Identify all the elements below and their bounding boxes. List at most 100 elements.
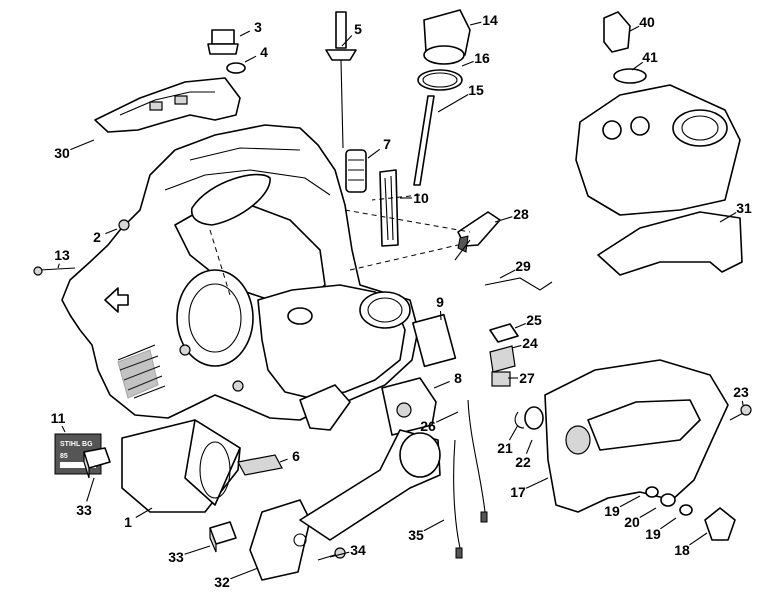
callout-c20: 20 — [624, 514, 640, 530]
callout-c40: 40 — [639, 14, 655, 30]
leader-line-c14 — [469, 21, 482, 26]
strap-handle — [249, 429, 441, 581]
leader-line-c1 — [135, 507, 153, 518]
callout-c16: 16 — [474, 50, 490, 66]
callout-c18: 18 — [674, 542, 690, 558]
callout-c25: 25 — [526, 312, 542, 328]
leader-line-c16 — [461, 60, 474, 67]
callout-c27: 27 — [519, 370, 535, 386]
callout-c35: 35 — [408, 527, 424, 543]
callout-c8: 8 — [454, 370, 462, 386]
leader-line-c8 — [433, 380, 450, 389]
assembly-lines — [209, 194, 471, 296]
leader-line-c25 — [514, 322, 526, 329]
callout-c30: 30 — [54, 145, 70, 161]
leader-line-c33a — [86, 477, 95, 502]
leader-line-c40 — [629, 25, 640, 32]
leader-line-c20 — [639, 507, 657, 518]
leader-line-c18 — [689, 532, 708, 546]
callout-c22: 22 — [515, 454, 531, 470]
callout-c19b: 19 — [645, 526, 661, 542]
leader-line-c32 — [230, 567, 259, 580]
leader-line-c22 — [525, 439, 533, 454]
leader-line-c19b — [660, 517, 677, 530]
leader-line-c9 — [439, 310, 442, 321]
callout-c32: 32 — [214, 574, 230, 590]
leader-line-c5 — [341, 35, 353, 47]
leader-line-c33b — [184, 545, 211, 555]
callout-c2: 2 — [93, 229, 101, 245]
leader-line-c28 — [494, 216, 513, 223]
callout-c21: 21 — [497, 440, 513, 456]
leader-line-c19a — [619, 495, 641, 508]
foam-strip — [237, 454, 283, 476]
leader-line-c29 — [499, 269, 516, 279]
throttle-trigger — [454, 211, 553, 291]
leader-line-c30 — [70, 139, 95, 151]
callout-c10: 10 — [413, 190, 429, 206]
fuel-tank — [575, 68, 741, 216]
rubber-pads — [83, 447, 237, 553]
callout-c15: 15 — [468, 82, 484, 98]
decals — [381, 313, 457, 436]
strip-plate — [379, 169, 399, 247]
tank-shroud — [597, 211, 743, 276]
callout-c34: 34 — [350, 542, 366, 558]
leader-line-c6 — [279, 458, 288, 463]
fuel-pickup — [325, 11, 367, 193]
filler-rod — [413, 95, 435, 186]
leader-line-c2 — [105, 228, 118, 235]
callout-c33a: 33 — [76, 502, 92, 518]
decal-line-1: STIHL BG — [60, 441, 93, 448]
leader-line-c11 — [61, 425, 66, 433]
callout-c6: 6 — [292, 448, 300, 464]
leader-line-c23 — [741, 400, 744, 406]
top-cover — [94, 77, 241, 133]
leader-line-c17 — [525, 477, 549, 489]
leader-line-c35 — [423, 519, 445, 532]
knob-and-ring — [514, 406, 544, 430]
main-housing — [61, 124, 419, 431]
callout-c33b: 33 — [168, 549, 184, 565]
callout-c14: 14 — [482, 12, 498, 28]
leader-line-c24 — [511, 344, 522, 349]
leader-line-c31 — [719, 212, 737, 223]
leader-line-c26 — [435, 411, 459, 423]
ignition-wires — [453, 399, 488, 559]
leader-line-c4 — [244, 55, 257, 63]
callout-c19a: 19 — [604, 503, 620, 519]
callout-c1: 1 — [124, 514, 132, 530]
callout-labels: 1234567891011131415161718191920212223242… — [51, 12, 752, 590]
decal-line-2: 85 — [60, 453, 68, 460]
callout-c7: 7 — [383, 136, 391, 152]
callout-c24: 24 — [522, 335, 538, 351]
leader-line-c15 — [437, 94, 469, 113]
callout-c31: 31 — [736, 200, 752, 216]
outlet-nozzle — [121, 419, 241, 513]
callout-c4: 4 — [260, 44, 268, 60]
callout-c26: 26 — [420, 418, 436, 434]
leader-line-c21 — [508, 424, 519, 441]
callout-c41: 41 — [642, 49, 658, 65]
callout-c13: 13 — [54, 247, 70, 263]
fasteners — [33, 219, 752, 561]
plug-cap-and-ring — [207, 29, 246, 74]
stop-switch — [489, 323, 519, 387]
callout-c29: 29 — [515, 258, 531, 274]
callout-c5: 5 — [354, 21, 362, 37]
callout-c28: 28 — [513, 206, 529, 222]
callout-c3: 3 — [254, 19, 262, 35]
callout-c11: 11 — [51, 410, 66, 426]
callout-c23: 23 — [733, 384, 749, 400]
handle-housing — [544, 359, 729, 513]
leader-line-c3 — [239, 30, 251, 37]
leader-line-c34 — [329, 551, 350, 558]
callout-c17: 17 — [510, 484, 526, 500]
leader-line-c13 — [57, 263, 60, 269]
leader-line-c41 — [631, 61, 644, 71]
leader-line-c7 — [367, 148, 381, 159]
fuel-cap — [417, 9, 471, 91]
callout-c9: 9 — [436, 294, 444, 310]
tank-vent — [603, 11, 631, 53]
